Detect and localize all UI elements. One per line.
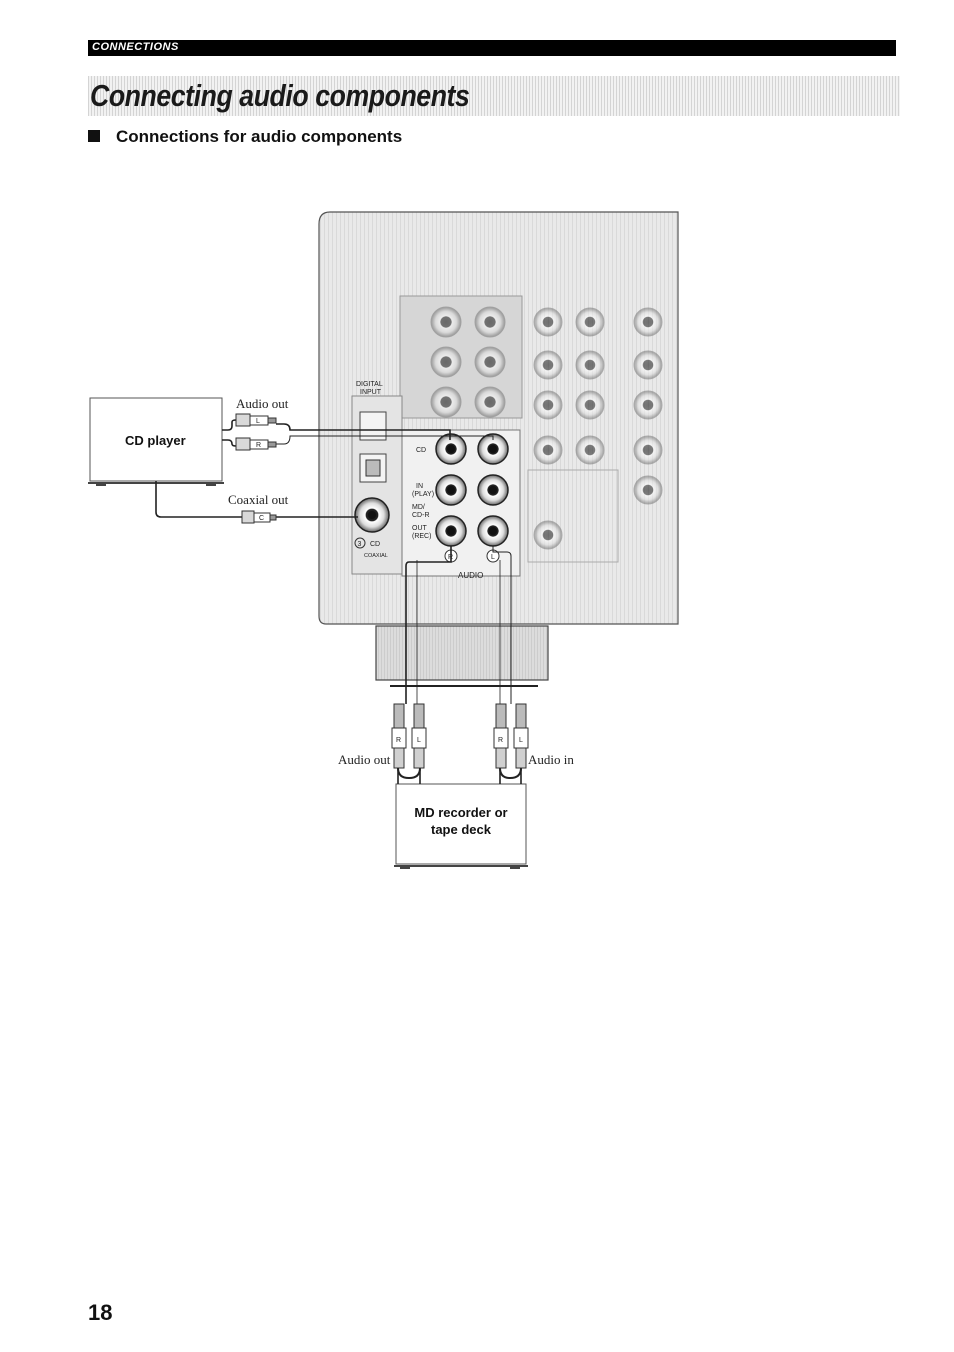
md-out-plugs: R L [391,703,427,780]
md-out-plug-l: L [417,737,421,744]
jack-out-label-2: (REC) [412,533,431,540]
audio-label: AUDIO [458,571,483,580]
plug-c-label: C [259,515,264,522]
title-band: Connecting audio components [88,76,900,116]
audio-out-bottom-caption: Audio out [338,752,391,767]
square-bullet-icon [88,130,100,142]
md-recorder-label-1: MD recorder or [414,805,507,820]
section-label: CONNECTIONS [92,41,179,53]
cables [155,419,522,784]
coaxial-out-caption: Coaxial out [228,492,289,507]
audio-out-top-caption: Audio out [236,396,289,411]
jack-md-label-1: MD/ [412,504,425,511]
digital-input-label-2: INPUT [360,389,382,396]
sub-heading: Connections for audio components [88,127,402,147]
jack-in-label-2: (PLAY) [412,491,434,498]
receiver-rear-panel: DIGITAL INPUT 3 CD COAXIAL CD IN (PLAY) … [318,211,679,687]
coaxial-label: COAXIAL [364,553,388,559]
l-mark: L [491,554,495,561]
page-title: Connecting audio components [90,78,470,113]
cd-audio-plugs: L R [235,413,277,451]
md-recorder: MD recorder or tape deck [394,783,528,869]
coaxial-plug: C [241,510,277,524]
md-in-plugs: R L [493,703,529,780]
jack-cd-label: CD [416,447,426,454]
md-recorder-label-2: tape deck [431,822,492,837]
digital-input-label-1: DIGITAL [356,381,383,388]
page-number: 18 [88,1300,113,1325]
cd-player: CD player [88,397,224,486]
md-out-plug-r: R [396,737,401,744]
jack-out-label-1: OUT [412,525,428,532]
plug-l-label: L [256,418,260,425]
jack-in-label-1: IN [416,483,423,490]
sub-heading-text: Connections for audio components [116,127,403,146]
optical-jack-icon [359,411,387,441]
cd-player-label: CD player [125,433,186,448]
section-bar: CONNECTIONS [88,40,896,56]
jack-md-label-2: CD-R [412,512,430,519]
audio-in-caption: Audio in [528,752,574,767]
coax-number: 3 [358,541,362,548]
coax-cd-label: CD [370,541,380,548]
md-in-plug-r: R [498,737,503,744]
plug-r-label: R [256,442,261,449]
md-in-plug-l: L [519,737,523,744]
